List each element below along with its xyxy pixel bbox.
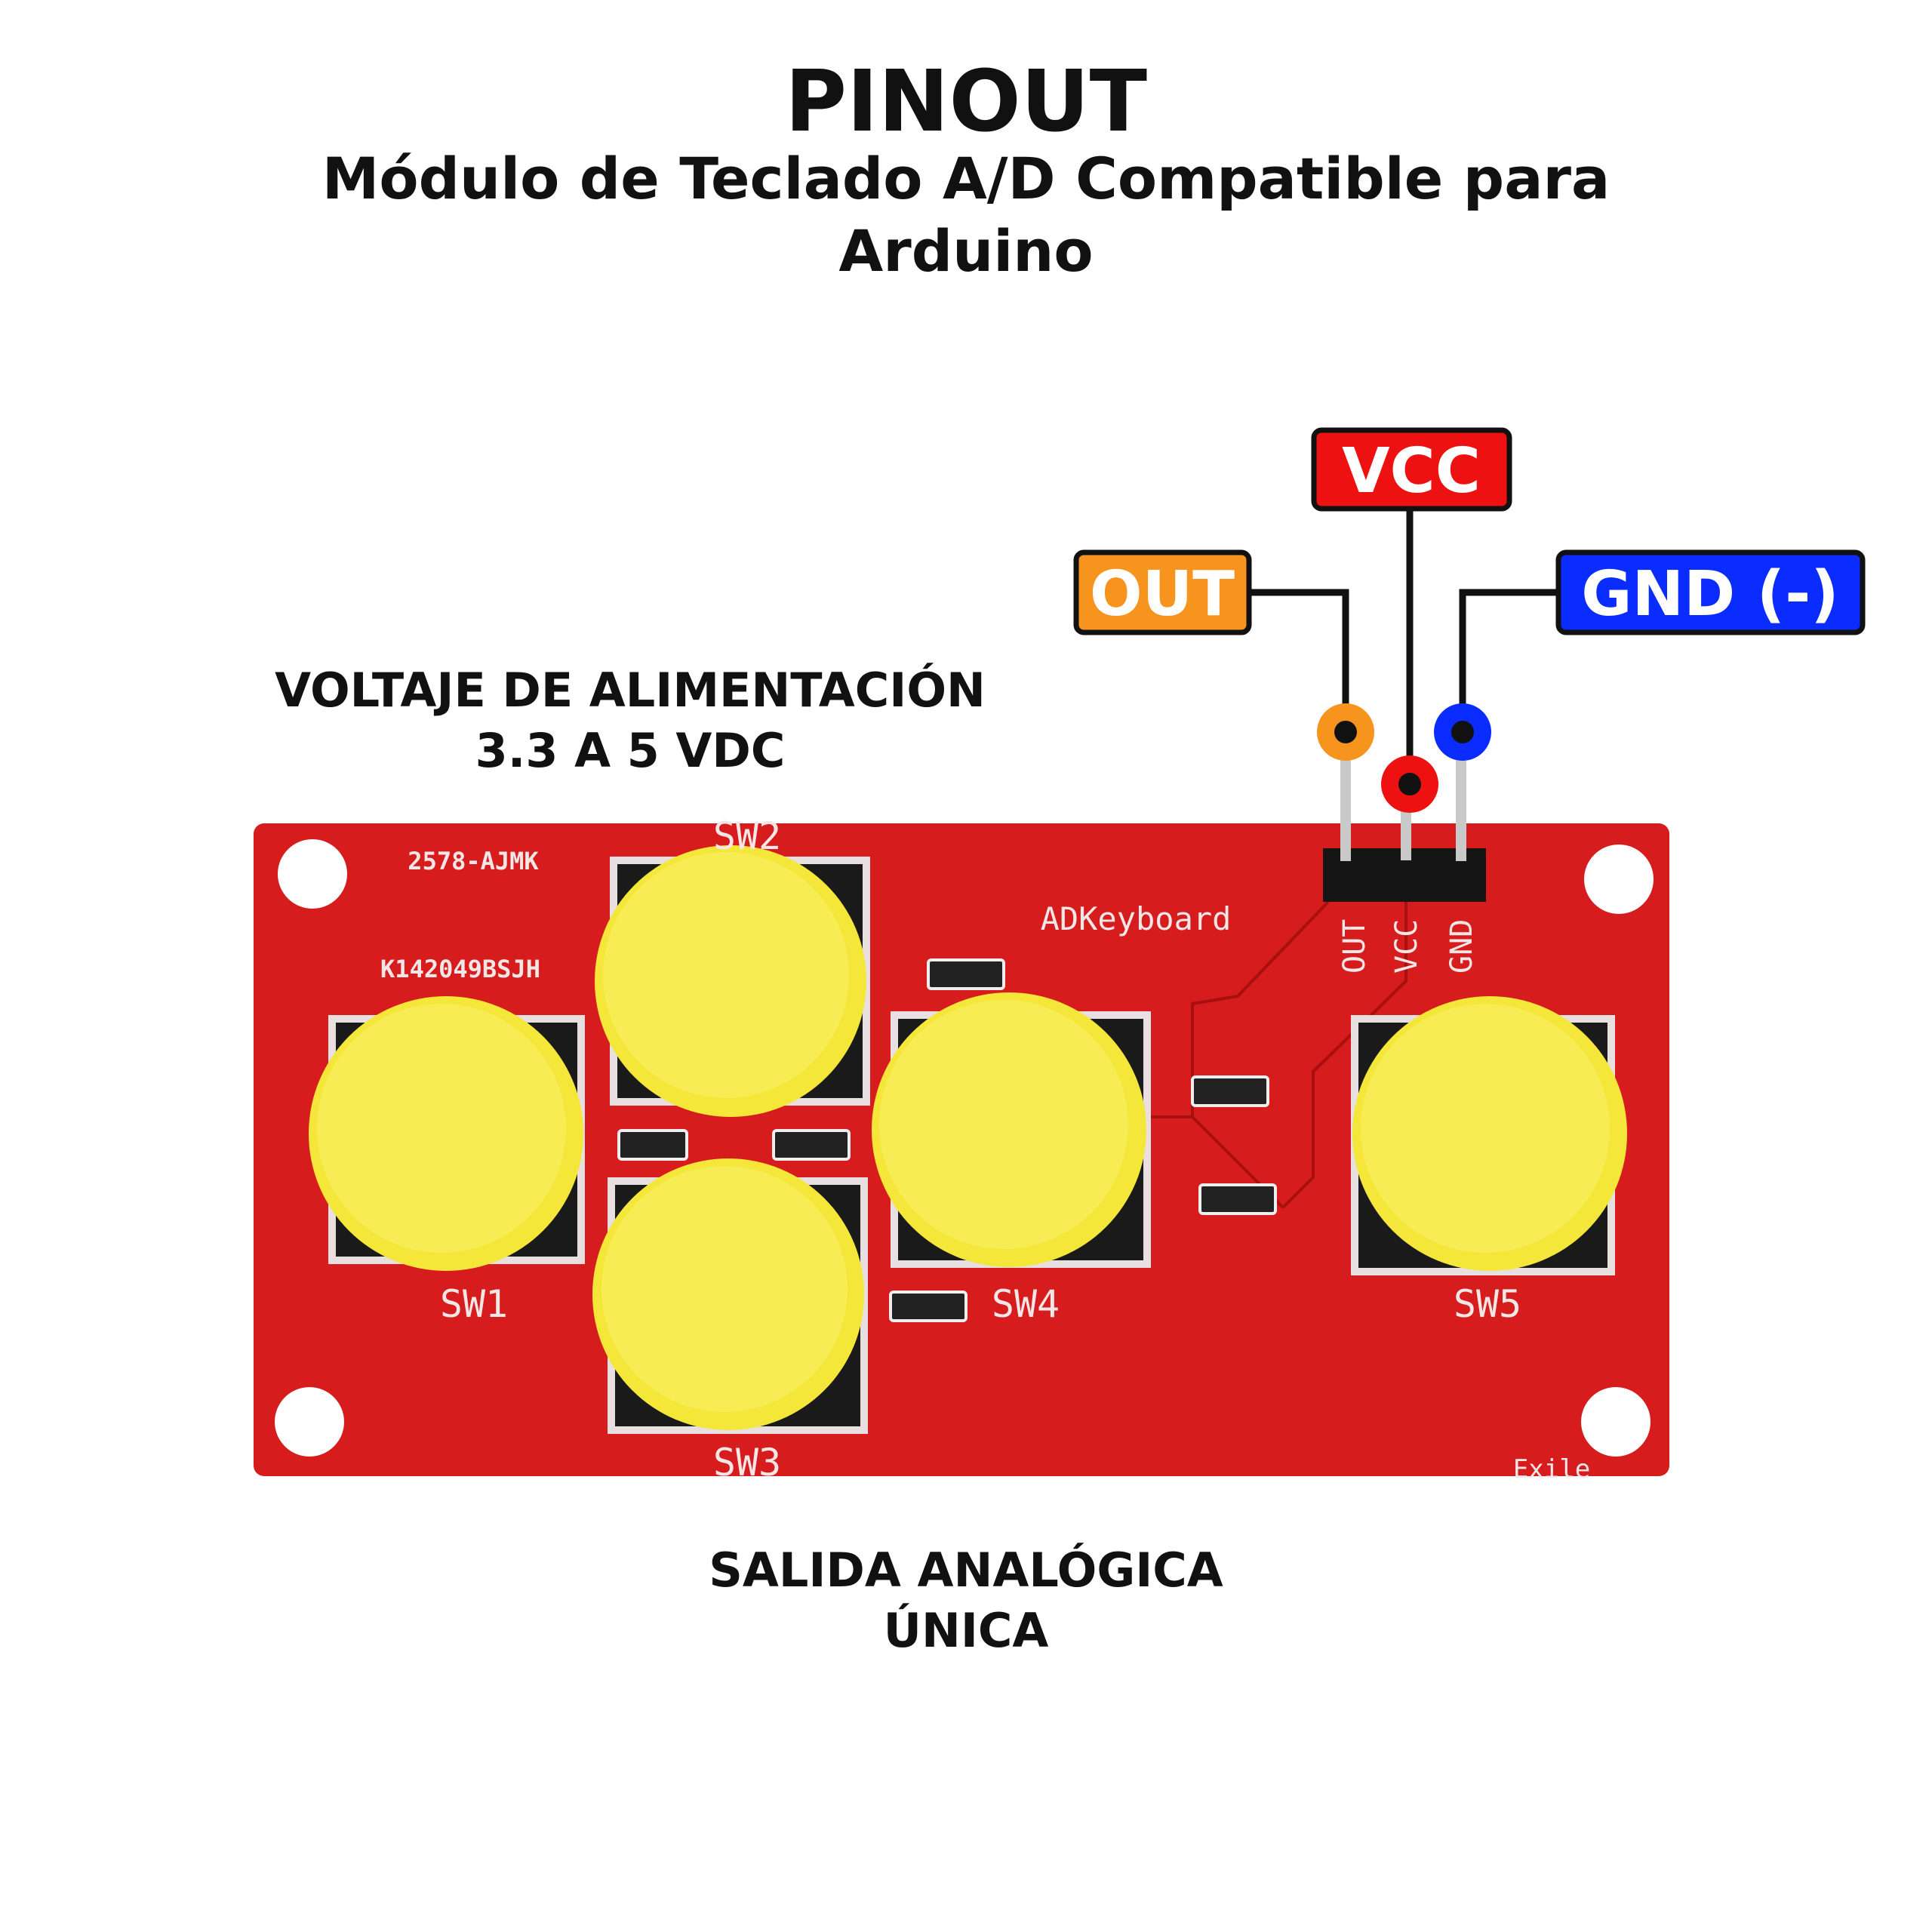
pin-dot-vcc — [1381, 755, 1438, 813]
board-code-2: K142049BSJH — [380, 955, 540, 983]
subtitle-line-2: Arduino — [838, 217, 1094, 285]
silk-pin-gnd: GND — [1444, 919, 1479, 974]
label-sw4: SW4 — [992, 1282, 1060, 1326]
switch-sw5[interactable] — [1351, 996, 1627, 1275]
pin-dot-out — [1317, 703, 1374, 761]
pin-label-vcc-text: VCC — [1342, 435, 1481, 507]
subtitle-line-1: Módulo de Teclado A/D Compatible para — [321, 145, 1611, 212]
silk-pin-vcc: VCC — [1389, 919, 1424, 974]
board-maker: Exile — [1513, 1454, 1590, 1484]
label-sw1: SW1 — [440, 1282, 508, 1326]
resistors — [617, 958, 1277, 1322]
switch-sw4[interactable] — [872, 992, 1151, 1268]
output-note-line-1: SALIDA ANALÓGICA — [709, 1543, 1223, 1598]
pin-label-out-text: OUT — [1090, 558, 1235, 630]
pin-label-gnd: GND (-) — [1555, 549, 1866, 635]
board-code-1: 2578-AJMK — [408, 847, 539, 875]
switch-sw1[interactable] — [309, 996, 585, 1271]
board-name: ADKeyboard — [1041, 900, 1232, 937]
voltage-note-line-2: 3.3 A 5 VDC — [475, 723, 786, 778]
callout-lines — [1251, 510, 1557, 784]
label-sw2: SW2 — [713, 814, 781, 858]
pin-label-out: OUT — [1073, 549, 1252, 635]
output-note-line-2: ÚNICA — [883, 1603, 1049, 1658]
pin-label-gnd-text: GND (-) — [1581, 558, 1839, 630]
pin-header — [1323, 755, 1486, 902]
switch-sw2[interactable] — [595, 845, 870, 1117]
page-title: PINOUT — [784, 53, 1148, 151]
label-sw5: SW5 — [1454, 1282, 1521, 1326]
pin-dot-gnd — [1434, 703, 1491, 761]
silk-pin-out: OUT — [1337, 919, 1372, 974]
voltage-note-line-1: VOLTAJE DE ALIMENTACIÓN — [275, 663, 986, 718]
mounting-holes — [275, 839, 1654, 1457]
label-sw3: SW3 — [713, 1441, 781, 1484]
pin-label-vcc: VCC — [1311, 427, 1512, 512]
silkscreen: 2578-AJMK K142049BSJH ADKeyboard Exile S… — [380, 814, 1590, 1484]
switch-sw3[interactable] — [592, 1158, 868, 1434]
